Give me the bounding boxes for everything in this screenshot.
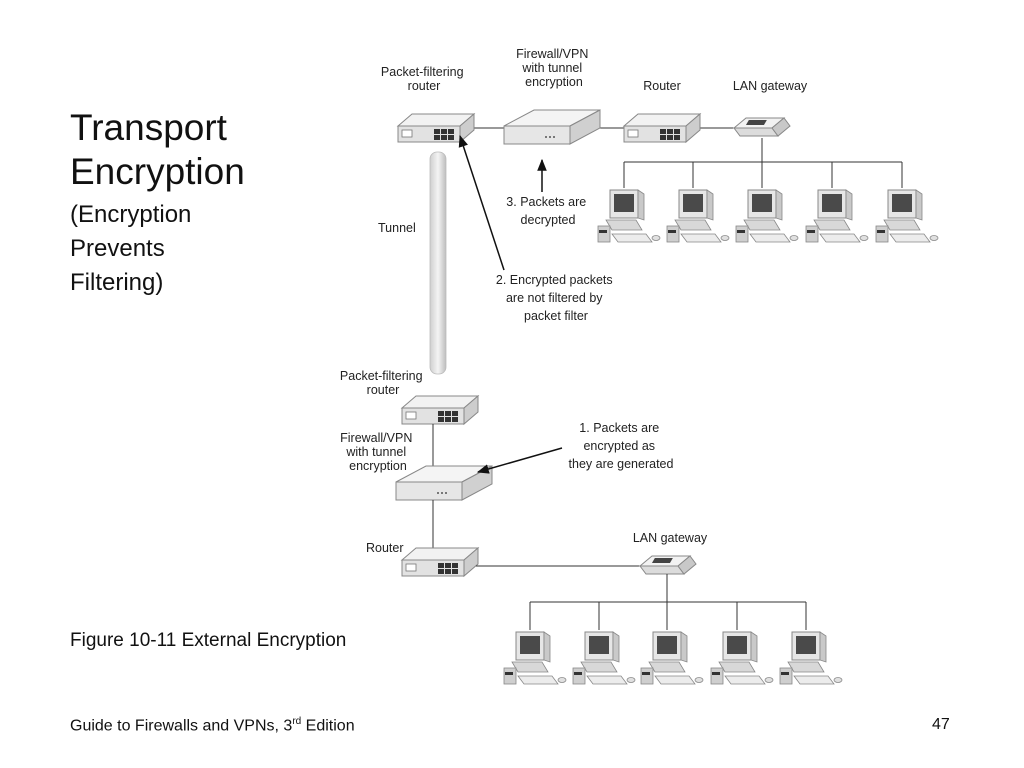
label-top-pf-router-line-1: Packet-filtering [381,65,464,79]
slide-subtitle: (Encryption Prevents Filtering) [70,198,191,300]
label-bottom-firewall-line-3: encryption [349,459,407,473]
title-line-1: Transport [70,107,227,148]
page-number: 47 [932,716,950,733]
title-line-2: Encryption [70,151,245,192]
top-workstation-5 [875,189,939,243]
bottom-workstation-1 [503,631,567,685]
top-workstation-3 [735,189,799,243]
bottom-workstation-2 [572,631,636,685]
label-bottom-pf-router-line-1: Packet-filtering [340,369,423,383]
subtitle-line-2: Prevents [70,235,165,262]
label-top-firewall: Firewall/VPN with tunnel encryption [516,47,592,89]
label-bottom-pf-router-line-2: router [367,383,400,397]
label-top-pf-router-line-2: router [408,79,441,93]
top-firewall-vpn [503,109,601,145]
label-tunnel: Tunnel [378,221,416,235]
bottom-workstation-4 [710,631,774,685]
label-top-router: Router [643,79,681,93]
top-packet-filtering-router [397,113,475,143]
label-top-lan-gateway: LAN gateway [733,79,808,93]
subtitle-line-3: Filtering) [70,269,164,296]
label-top-firewall-line-2: with tunnel [521,61,582,75]
label-step-2: 2. Encrypted packets are not filtered by… [496,273,616,323]
bottom-packet-filtering-router [401,395,479,425]
label-bottom-lan-gateway: LAN gateway [633,531,708,545]
vpn-tunnel [429,151,447,375]
top-router [623,113,701,143]
label-step-3-line-2: decrypted [521,213,576,227]
label-top-firewall-line-1: Firewall/VPN [516,47,588,61]
label-step-1-line-2: encrypted as [583,439,655,453]
label-step-1: 1. Packets are encrypted as they are gen… [569,421,674,471]
arrow-step-1 [476,447,563,474]
bottom-workstation-5 [779,631,843,685]
footer-book-title: Guide to Firewalls and VPNs, 3 [70,717,293,735]
bottom-router [401,547,479,577]
label-step-2-line-2: are not filtered by [506,291,603,305]
footer-ordinal-suffix: rd [292,716,302,727]
footer-edition: Edition [301,717,355,735]
label-top-firewall-line-3: encryption [525,75,583,89]
arrow-step-2 [458,134,505,271]
top-workstation-2 [666,189,730,243]
label-bottom-router: Router [366,541,404,555]
label-bottom-firewall-line-1: Firewall/VPN [340,431,412,445]
label-step-2-line-1: 2. Encrypted packets [496,273,613,287]
label-step-1-line-1: 1. Packets are [579,421,659,435]
bottom-lan-gateway [639,555,697,575]
top-workstation-4 [805,189,869,243]
label-top-pf-router: Packet-filtering router [381,65,467,93]
label-step-3-line-1: 3. Packets are [506,195,586,209]
label-bottom-firewall: Firewall/VPN with tunnel encryption [340,431,416,473]
label-step-2-line-3: packet filter [524,309,588,323]
footer-text: Guide to Firewalls and VPNs, 3rd Edition [70,716,355,735]
label-step-1-line-3: they are generated [569,457,674,471]
bottom-workstation-3 [640,631,704,685]
label-bottom-firewall-line-2: with tunnel [345,445,406,459]
label-step-3: 3. Packets are decrypted [506,195,589,227]
label-bottom-pf-router: Packet-filtering router [340,369,426,397]
subtitle-line-1: (Encryption [70,201,192,228]
top-workstation-1 [597,189,661,243]
figure-caption: Figure 10-11 External Encryption [70,630,347,651]
slide-title: Transport Encryption [70,106,245,194]
top-lan-gateway [733,117,791,137]
bottom-firewall-vpn [395,465,493,501]
